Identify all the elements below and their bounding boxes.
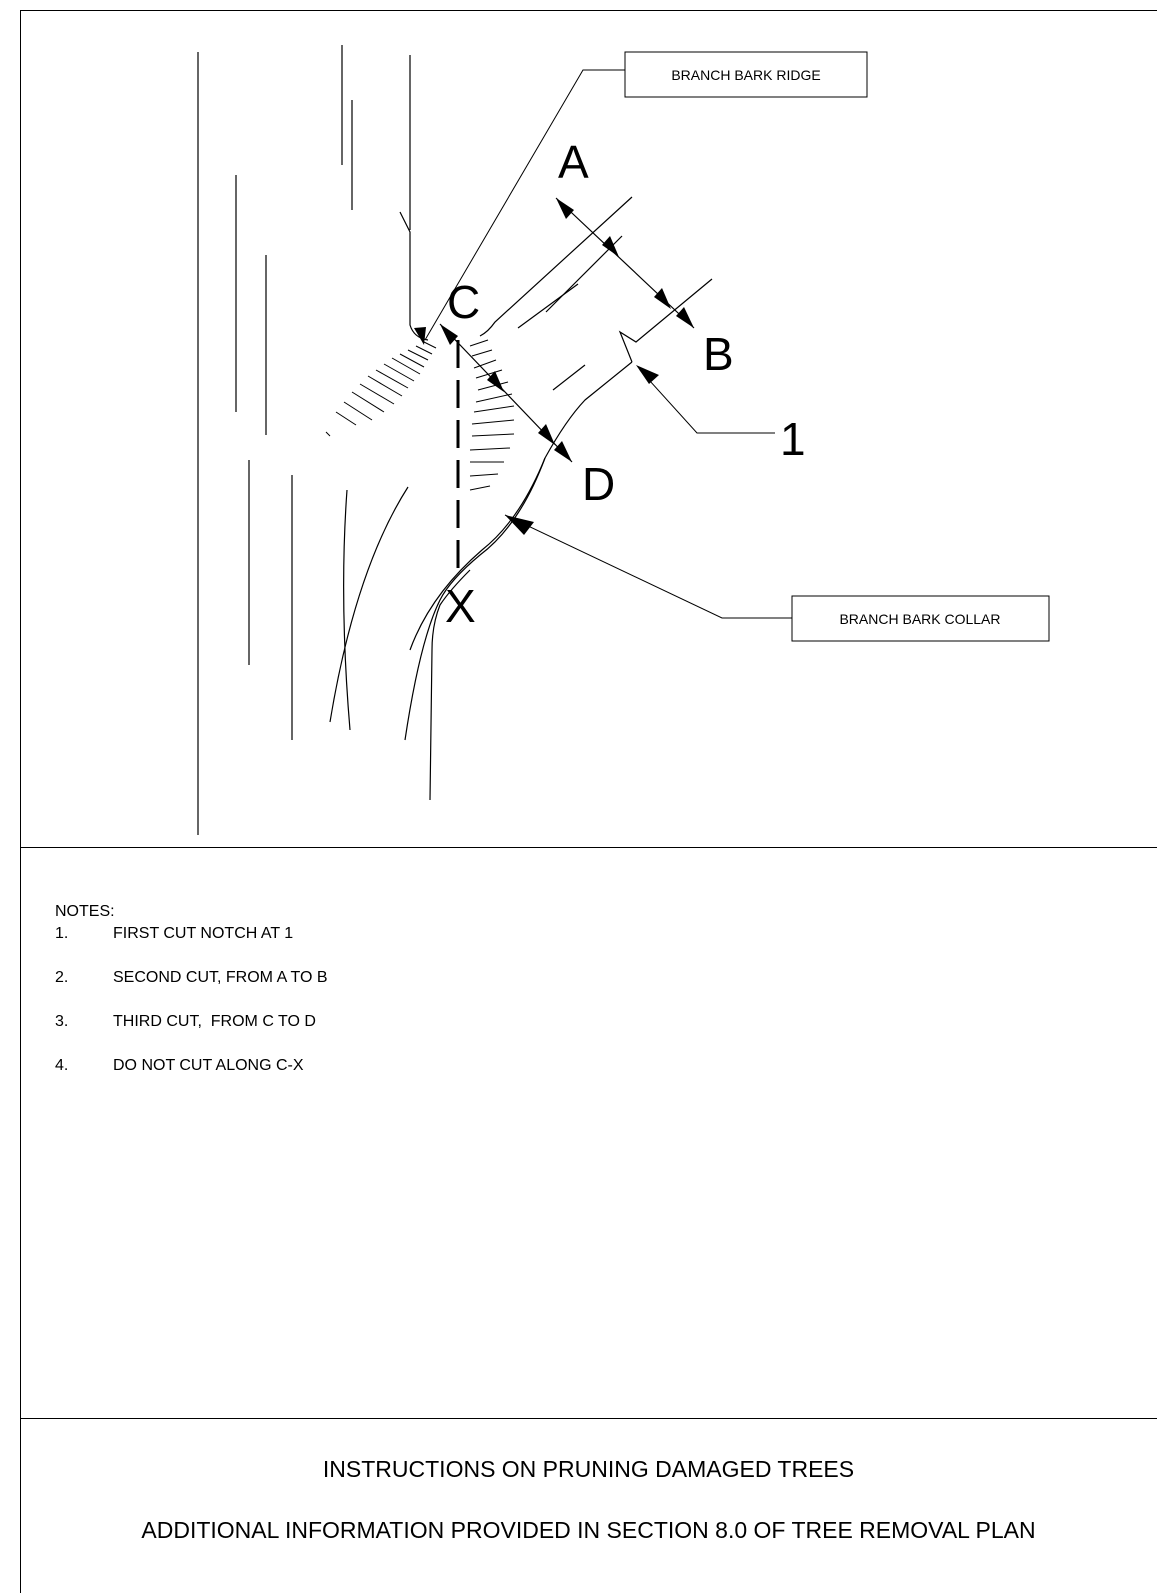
footer-title: INSTRUCTIONS ON PRUNING DAMAGED TREES [322,1456,855,1482]
note-number: 2. [55,969,69,986]
callout-box-collar [791,595,1050,642]
footer-subtitle: ADDITIONAL INFORMATION PROVIDED IN SECTI… [141,1517,1036,1543]
note-text: FIRST CUT NOTCH AT 1 [113,925,294,942]
note-item: 2. SECOND CUT, FROM A TO B [55,969,328,1013]
point-label-c: C [447,276,480,328]
note-item: 4. DO NOT CUT ALONG C-X [55,1057,328,1101]
drawing-frame [20,10,1157,1593]
trunk-lines [197,45,429,835]
leader-lines [424,69,793,619]
pruning-diagram: BRANCH BARK RIDGE BRANCH BARK COLLAR A B… [197,45,1050,835]
note-text: THIRD CUT, FROM C TO D [113,1013,316,1030]
notes-section: NOTES: 1. FIRST CUT NOTCH AT 1 2. SECOND… [55,903,328,1101]
note-number: 3. [55,1013,69,1030]
point-label-a: A [558,136,589,188]
note-item: 3. THIRD CUT, FROM C TO D [55,1013,328,1057]
point-label-b: B [703,328,734,380]
point-label-d: D [582,458,615,510]
notes-title: NOTES: [55,903,115,920]
note-item: 1. FIRST CUT NOTCH AT 1 [55,925,328,969]
note-text: SECOND CUT, FROM A TO B [113,969,328,986]
arrowheads [414,198,694,535]
note-number: 1. [55,925,69,942]
point-label-1: 1 [780,413,806,465]
divider-notes [20,847,1157,848]
callout-label-ridge: BRANCH BARK RIDGE [671,67,820,83]
callout-box-ridge [624,51,868,98]
collar-hatching [325,339,515,491]
note-number: 4. [55,1057,69,1074]
note-text: DO NOT CUT ALONG C-X [113,1057,304,1074]
divider-footer [20,1418,1157,1419]
point-label-x: X [445,580,476,632]
callout-label-collar: BRANCH BARK COLLAR [839,611,1000,627]
